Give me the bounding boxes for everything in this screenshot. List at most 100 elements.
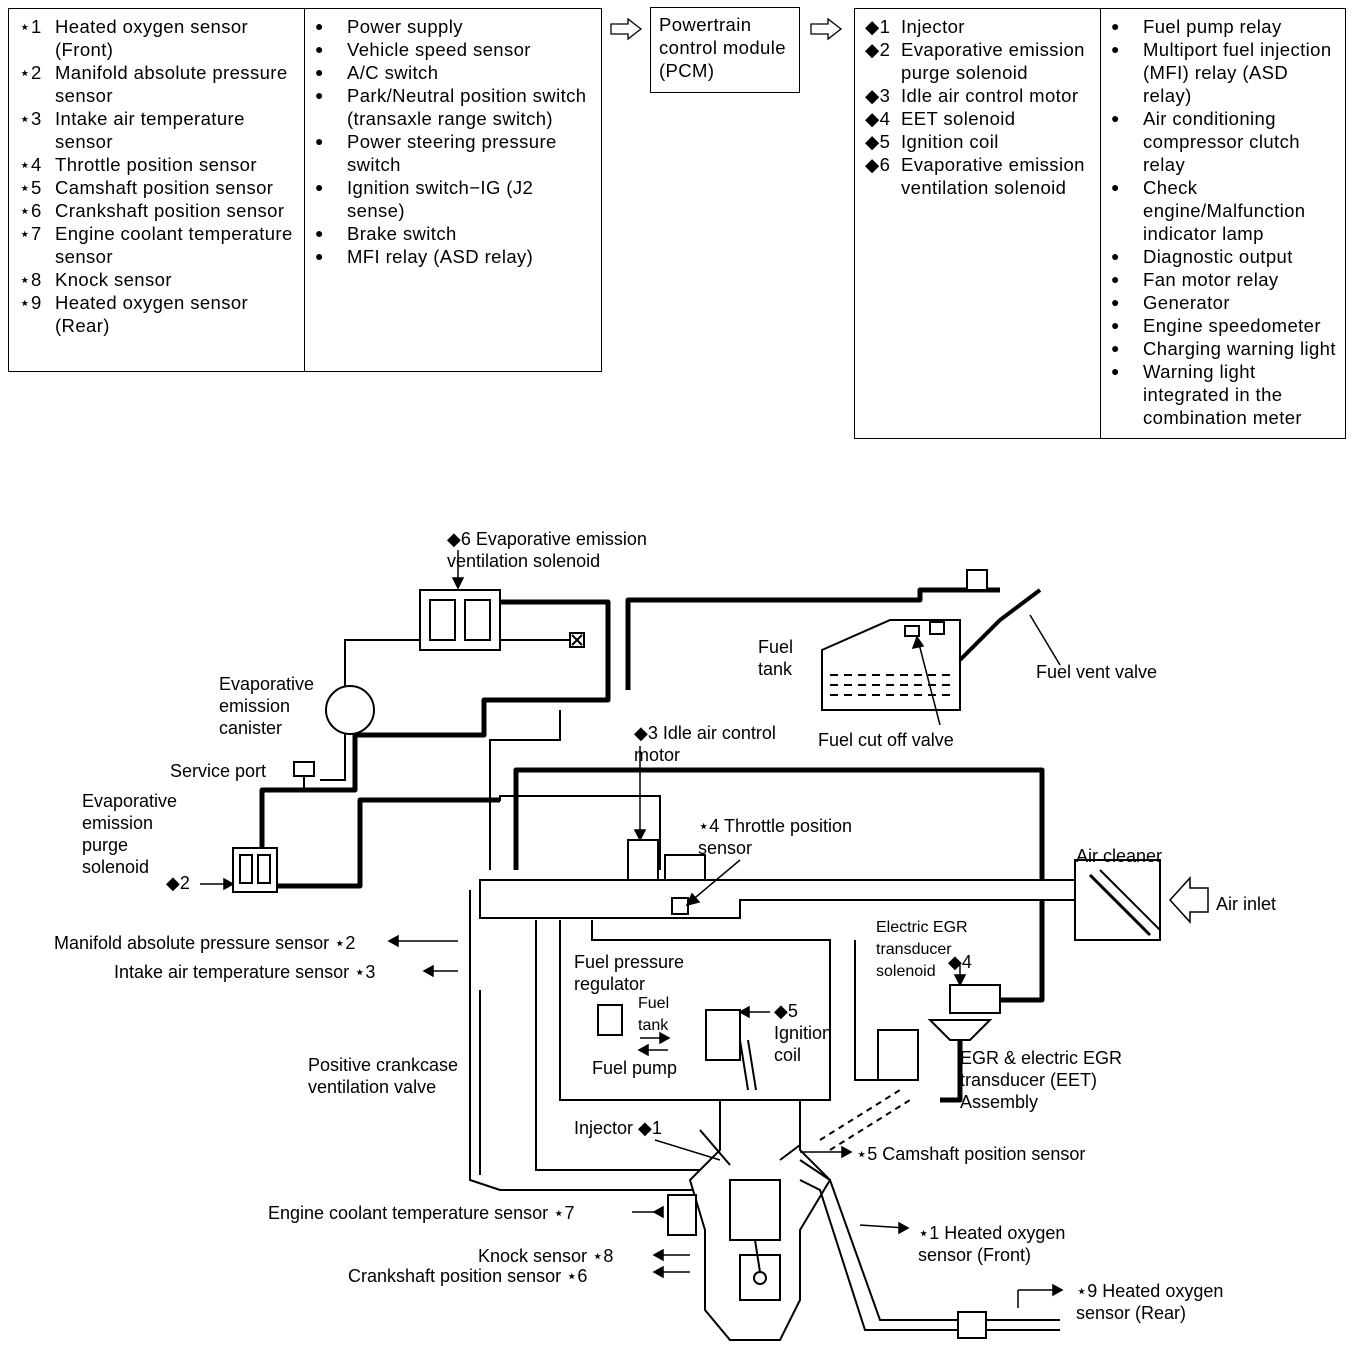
- sensor-item-3: ⋆3 Intake air temperature sensor: [17, 107, 296, 153]
- item-marker: ◆6: [865, 154, 891, 175]
- sensor-item-8: ⋆8 Knock sensor: [17, 268, 296, 291]
- service-port: [293, 761, 315, 790]
- item-marker: ⋆9: [19, 292, 42, 313]
- item-label: MFI relay (ASD relay): [347, 246, 534, 267]
- item-label: Throttle position sensor: [55, 154, 257, 175]
- fuel-tank: [821, 569, 1042, 711]
- item-label: Diagnostic output: [1143, 246, 1293, 267]
- bullet-icon: ●: [1111, 41, 1120, 57]
- item-label: Heated oxygen sensor (Rear): [55, 292, 249, 336]
- item-marker: ⋆4: [19, 154, 42, 175]
- sensor-item-9: ⋆9 Heated oxygen sensor (Rear): [17, 291, 296, 337]
- item-marker: ⋆1: [19, 16, 42, 37]
- item-marker: ⋆7: [19, 223, 42, 244]
- intake-tract: [479, 859, 1161, 941]
- output-item-10: ● Warning light integrated in the combina…: [1109, 360, 1339, 429]
- bullet-icon: ●: [315, 133, 324, 149]
- bullet-icon: ●: [1111, 248, 1120, 264]
- label-purge-mark: ◆2: [166, 873, 190, 893]
- item-label: Fan motor relay: [1143, 269, 1279, 290]
- label-air-cleaner: Air cleaner: [1076, 846, 1162, 866]
- sensor-item-1: ⋆1 Heated oxygen sensor (Front): [17, 15, 296, 61]
- output-item-6: ● Fan motor relay: [1109, 268, 1339, 291]
- bullet-icon: ●: [1111, 18, 1120, 34]
- item-label: Knock sensor: [55, 269, 172, 290]
- item-label: Evaporative emission ventilation solenoi…: [901, 154, 1085, 198]
- item-marker: ⋆8: [19, 269, 42, 290]
- sensor-item-4: ⋆4 Throttle position sensor: [17, 153, 296, 176]
- bullet-icon: ●: [1111, 271, 1120, 287]
- bullet-icon: ●: [1111, 340, 1120, 356]
- item-label: Heated oxygen sensor (Front): [55, 16, 249, 60]
- label-iat-sensor: Intake air temperature sensor ⋆3: [114, 962, 375, 982]
- input-item-5: ●Power steering pressure switch: [313, 130, 595, 176]
- sensor-item-7: ⋆7 Engine coolant temperature sensor: [17, 222, 296, 268]
- item-label: Evaporative emission purge solenoid: [901, 39, 1085, 83]
- input-item-4: ●Park/Neutral position switch (transaxle…: [313, 84, 595, 130]
- input-item-2: ●Vehicle speed sensor: [313, 38, 595, 61]
- air-inlet-arrow: [1168, 876, 1209, 924]
- engine-block: [667, 1099, 832, 1341]
- pcm-box: Powertrain control module (PCM): [650, 7, 800, 93]
- purge-solenoid: [232, 847, 278, 893]
- arrow-from-pcm: [810, 17, 843, 41]
- output-item-4: ● Check engine/Malfunction indicator lamp: [1109, 176, 1339, 245]
- bullet-icon: ●: [1111, 317, 1120, 333]
- output-column: ● Fuel pump relay ● Multiport fuel injectio…: [1101, 9, 1347, 438]
- item-label: Crankshaft position sensor: [55, 200, 285, 221]
- item-label: Fuel pump relay: [1143, 16, 1282, 37]
- actuator-item-6: ◆6 Evaporative emission ventilation solen…: [863, 153, 1092, 199]
- input-column: ●Power supply●Vehicle speed sensor●A/C s…: [305, 9, 603, 371]
- item-marker: ◆2: [865, 39, 891, 60]
- item-marker: ⋆2: [19, 62, 42, 83]
- bullet-icon: ●: [315, 248, 324, 264]
- bullet-icon: ●: [315, 87, 324, 103]
- output-item-9: ● Charging warning light: [1109, 337, 1339, 360]
- bullet-icon: ●: [1111, 179, 1120, 195]
- vent-solenoid: [419, 589, 585, 651]
- item-label: Engine speedometer: [1143, 315, 1321, 336]
- sensor-item-6: ⋆6 Crankshaft position sensor: [17, 199, 296, 222]
- item-label: Check engine/Malfunction indicator lamp: [1143, 177, 1306, 244]
- label-fuel-cut-off-valve: Fuel cut off valve: [818, 730, 954, 750]
- item-marker: ⋆3: [19, 108, 42, 129]
- item-label: Manifold absolute pressure sensor: [55, 62, 288, 106]
- label-camshaft-sensor: ⋆5 Camshaft position sensor: [856, 1144, 1085, 1164]
- label-ckp-sensor: Crankshaft position sensor ⋆6: [348, 1266, 587, 1286]
- input-table: ⋆1 Heated oxygen sensor (Front) ⋆2 Manifold…: [8, 8, 602, 372]
- label-map-sensor: Manifold absolute pressure sensor ⋆2: [54, 933, 355, 953]
- item-label: Air conditioning compressor clutch relay: [1143, 108, 1300, 175]
- bullet-icon: ●: [1111, 110, 1120, 126]
- item-label: Multiport fuel injection (MFI) relay (AS…: [1143, 39, 1332, 106]
- item-label: Generator: [1143, 292, 1230, 313]
- item-label: Ignition coil: [901, 131, 999, 152]
- item-label: Injector: [901, 16, 965, 37]
- label-air-inlet: Air inlet: [1216, 894, 1276, 914]
- exhaust-pipe: [799, 1089, 1060, 1339]
- bullet-icon: ●: [315, 64, 324, 80]
- bullet-icon: ●: [1111, 363, 1120, 379]
- item-label: Idle air control motor: [901, 85, 1079, 106]
- item-marker: ⋆5: [19, 177, 42, 198]
- label-injector: Injector ◆1: [574, 1118, 662, 1138]
- item-label: Warning light integrated in the combinat…: [1143, 361, 1302, 428]
- bullet-icon: ●: [315, 225, 324, 241]
- item-marker: ⋆6: [19, 200, 42, 221]
- item-label: Engine coolant temperature sensor: [55, 223, 293, 267]
- item-label: Charging warning light: [1143, 338, 1336, 359]
- item-label: Intake air temperature sensor: [55, 108, 245, 152]
- item-label: Camshaft position sensor: [55, 177, 274, 198]
- input-item-7: ●Brake switch: [313, 222, 595, 245]
- label-fuel-vent-valve: Fuel vent valve: [1036, 662, 1157, 682]
